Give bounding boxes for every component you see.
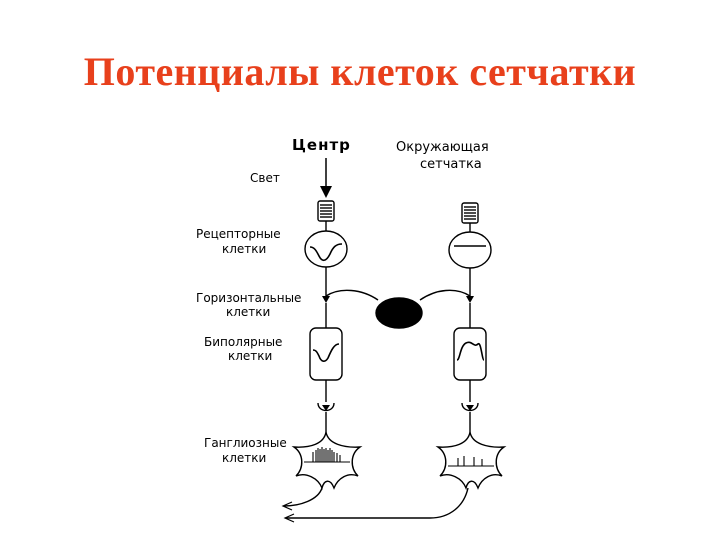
center-receptor-outer-segment — [317, 200, 335, 222]
label-horizontal-1: Горизонтальные — [196, 291, 302, 305]
label-receptor-2: клетки — [222, 242, 267, 256]
slide-title: Потенциалы клеток сетчатки — [83, 49, 637, 94]
center-bipolar-cell — [309, 327, 343, 381]
label-horizontal-2: клетки — [226, 305, 271, 319]
label-bipolar-1: Биполярные — [204, 335, 283, 349]
label-surround-2: сетчатка — [420, 157, 482, 172]
label-surround-1: Окружающая — [396, 140, 489, 155]
center-ganglion-cell — [291, 431, 363, 491]
surround-receptor-cell — [448, 231, 492, 269]
label-center: Центр — [292, 136, 351, 154]
label-ganglion-2: клетки — [222, 451, 267, 465]
label-ganglion-1: Ганглиозные — [204, 436, 287, 450]
horizontal-cell — [325, 289, 471, 329]
label-receptor-1: Рецепторные — [196, 227, 281, 241]
label-light: Свет — [250, 171, 280, 185]
label-bipolar-2: клетки — [228, 349, 273, 363]
surround-ganglion-cell — [435, 431, 507, 491]
center-column — [281, 200, 363, 511]
light-arrow — [320, 158, 332, 198]
center-receptor-cell — [304, 230, 348, 268]
surround-receptor-outer-segment — [461, 202, 479, 224]
surround-column — [283, 202, 507, 523]
